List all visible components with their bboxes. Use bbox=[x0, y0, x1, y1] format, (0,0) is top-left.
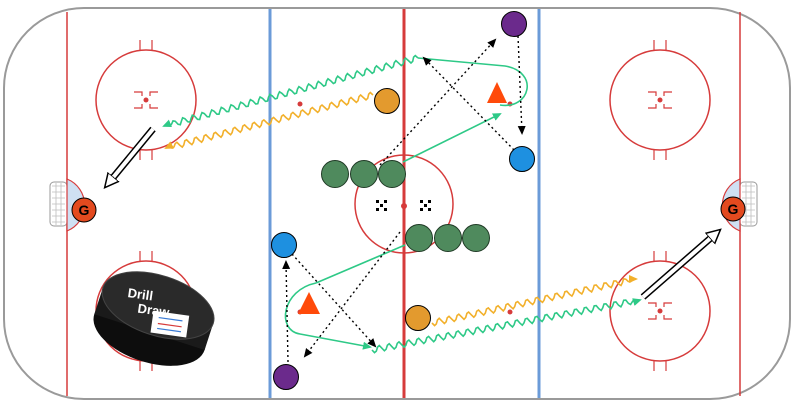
goalie-left[interactable]: G bbox=[71, 197, 97, 223]
player-purple-top[interactable] bbox=[501, 11, 527, 37]
curl-path-top bbox=[417, 57, 528, 107]
puck-pile-icon bbox=[321, 160, 349, 188]
faceoff-circle-bottom-right bbox=[609, 251, 711, 371]
player-blue-bottom[interactable] bbox=[271, 232, 297, 258]
puck-pile-icon bbox=[378, 160, 406, 188]
cone-icon bbox=[298, 292, 320, 314]
goalie-icon bbox=[720, 196, 746, 222]
player-orange-bottom[interactable] bbox=[405, 305, 431, 331]
pass-line-top bbox=[402, 113, 502, 163]
goalie-icon bbox=[71, 197, 97, 223]
faceoff-circle-top-left bbox=[95, 40, 197, 160]
puck-pile-top bbox=[321, 160, 406, 188]
goalie-right[interactable]: G bbox=[720, 196, 746, 222]
puck-pile-icon bbox=[462, 224, 490, 252]
logo-text-line1: Drill bbox=[127, 285, 154, 303]
dotted-path bbox=[379, 38, 497, 166]
neutral-dot bbox=[297, 101, 303, 107]
curl-path-bottom bbox=[284, 282, 372, 350]
dotted-path bbox=[422, 56, 515, 151]
dotted-path bbox=[517, 35, 526, 135]
goalie-left-label: G bbox=[79, 202, 90, 218]
puck-pile-icon bbox=[434, 224, 462, 252]
player-orange-top[interactable] bbox=[374, 88, 400, 114]
player-purple-bottom[interactable] bbox=[273, 364, 299, 390]
puck-pile-icon bbox=[350, 160, 378, 188]
skating-paths bbox=[162, 54, 642, 354]
center-circle bbox=[354, 154, 454, 254]
shot-arrow-left bbox=[111, 126, 156, 180]
cone-icon bbox=[487, 82, 507, 103]
skate-path-orange-bottom bbox=[431, 275, 638, 327]
skate-path-orange-top bbox=[164, 91, 374, 149]
puck-pile-icon bbox=[405, 224, 433, 252]
goalie-right-label: G bbox=[728, 201, 739, 217]
faceoff-circle-top-right bbox=[609, 40, 711, 160]
player-blue-top[interactable] bbox=[509, 146, 535, 172]
pass-line-bottom bbox=[315, 244, 406, 284]
center-dot bbox=[401, 203, 407, 209]
skate-path-green-bottom bbox=[371, 298, 642, 354]
neutral-dot bbox=[507, 309, 513, 315]
center-puck-markers-right bbox=[420, 200, 431, 211]
dotted-path bbox=[291, 253, 377, 348]
center-puck-markers-left bbox=[376, 200, 387, 211]
puck-pile-bottom bbox=[405, 224, 490, 252]
drilldraw-puck-logo: Drill Draw bbox=[93, 271, 215, 366]
dotted-path bbox=[303, 231, 401, 358]
shot-arrow-right bbox=[640, 236, 713, 300]
dotted-path bbox=[282, 260, 291, 363]
skate-path-green-top bbox=[162, 54, 419, 127]
